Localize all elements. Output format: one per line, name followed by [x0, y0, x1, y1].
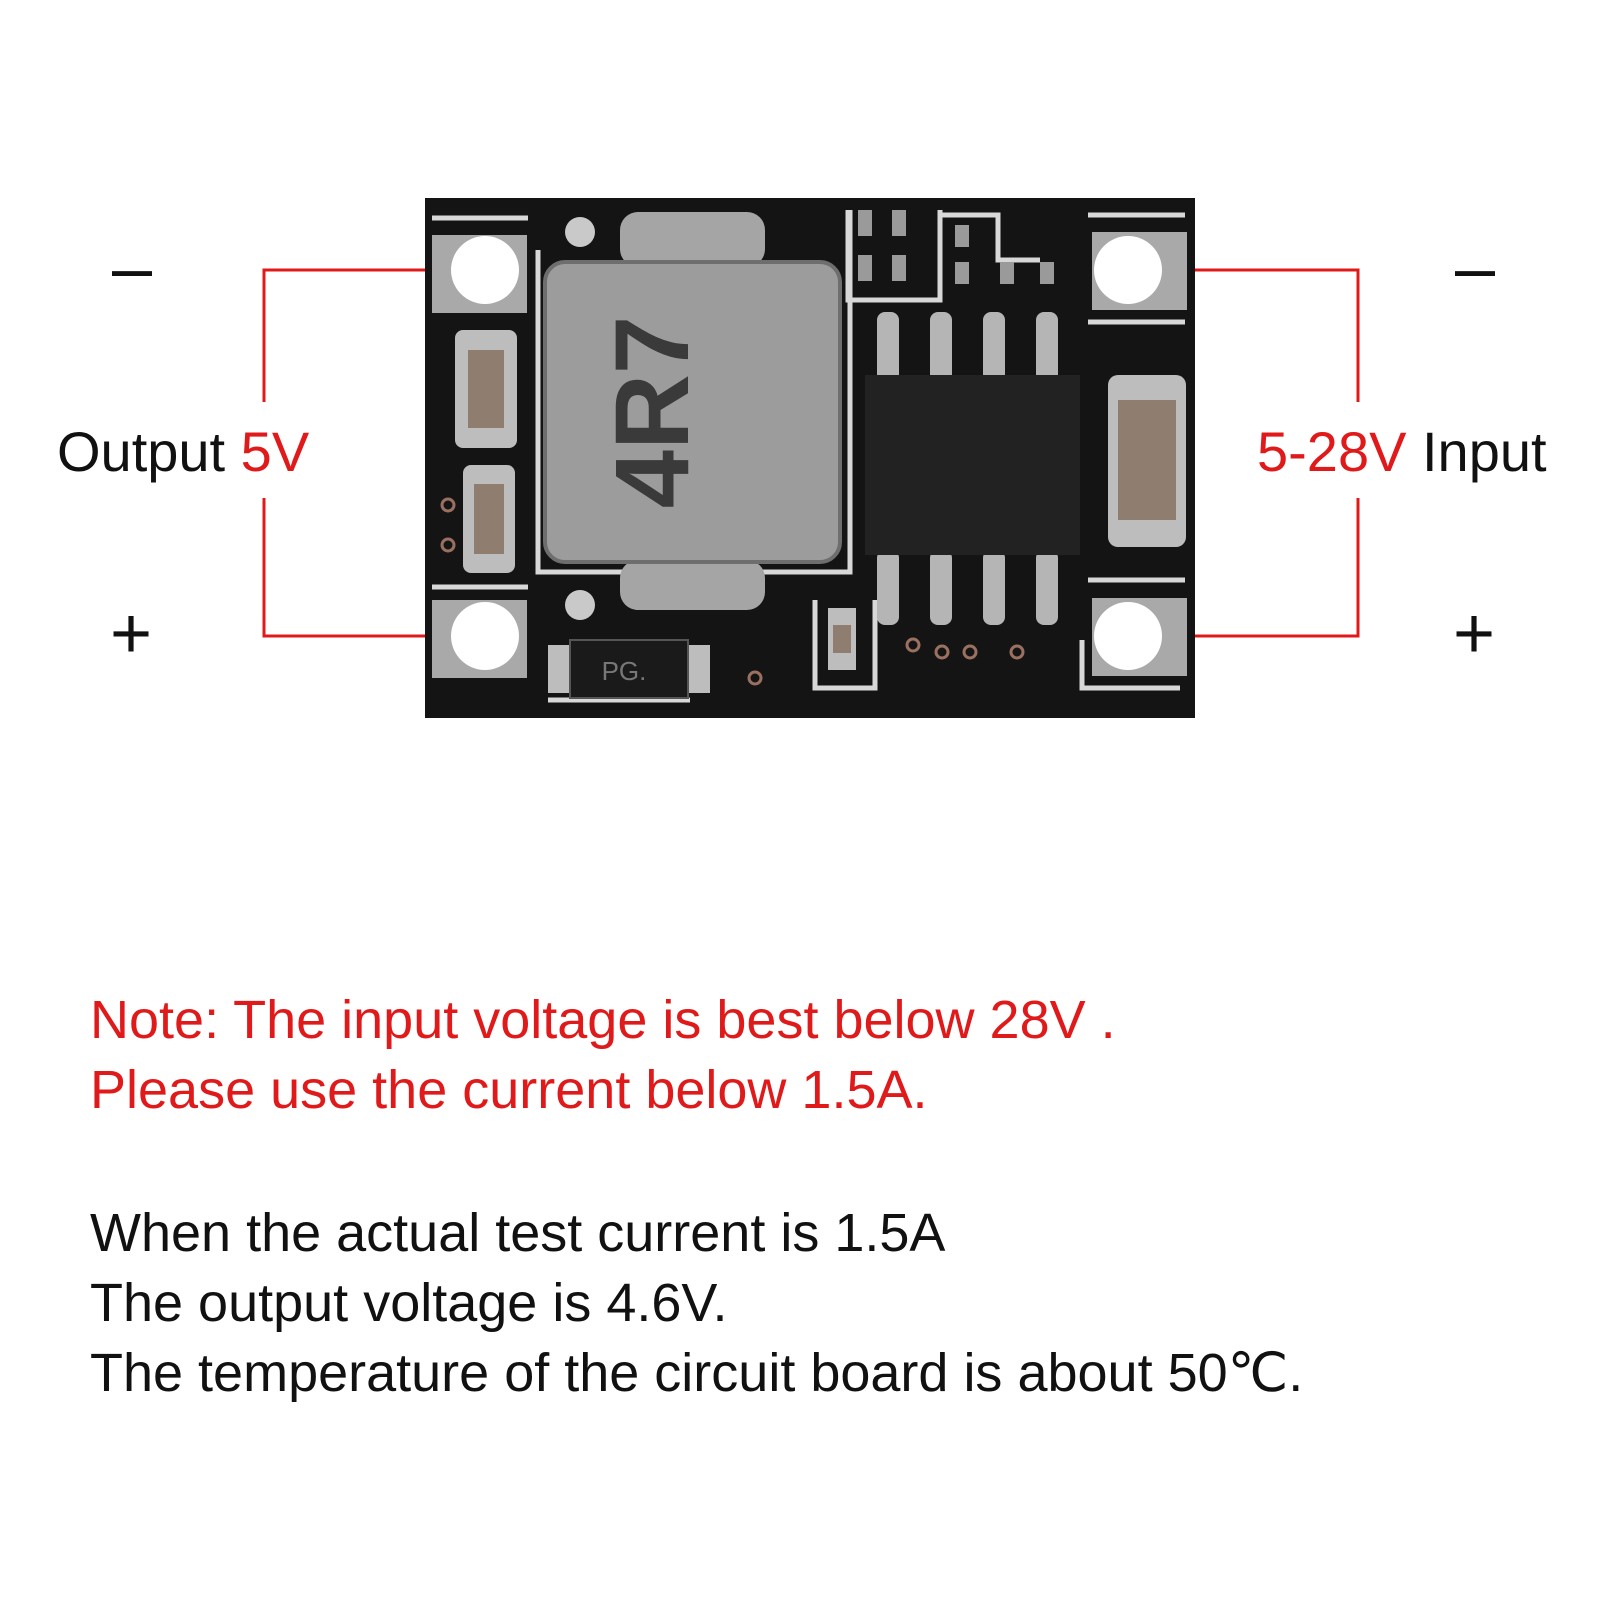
pad-output-positive [432, 600, 527, 678]
diode: PG. [548, 639, 710, 699]
pad-output-negative [432, 235, 527, 313]
test-line-current: When the actual test current is 1.5A [90, 1203, 946, 1263]
capacitor-right [1108, 375, 1186, 547]
output-label-prefix: Output [57, 420, 226, 483]
inductor-marking: 4R7 [594, 316, 711, 509]
pad-input-positive [1092, 598, 1187, 676]
diode-marking: PG. [602, 656, 647, 686]
capacitor-left-top [455, 330, 517, 448]
output-label: Output 5V [57, 424, 309, 480]
input-negative-sign: – [1455, 228, 1496, 308]
ic-chip [865, 312, 1080, 625]
test-line-temperature: The temperature of the circuit board is … [90, 1343, 1304, 1403]
input-label: 5-28V Input [1257, 424, 1547, 480]
input-label-suffix: Input [1422, 420, 1547, 483]
output-negative-sign: – [112, 228, 153, 308]
input-connection-lines [1128, 268, 1360, 638]
vias [440, 497, 1025, 686]
warning-note: Note: The input voltage is best below 28… [90, 985, 1116, 1125]
buck-converter-board-diagram: 4R7 PG. [262, 198, 1360, 718]
capacitor-left-bottom [463, 465, 515, 573]
test-line-voltage: The output voltage is 4.6V. [90, 1273, 728, 1333]
marker-top [565, 217, 595, 247]
warning-line-voltage: Note: The input voltage is best below 28… [90, 990, 1116, 1050]
output-voltage: 5V [240, 420, 310, 483]
input-voltage-range: 5-28V [1257, 420, 1407, 483]
small-components-top [858, 210, 1054, 284]
test-notes: When the actual test current is 1.5A The… [90, 1198, 1303, 1408]
pad-input-negative [1092, 232, 1187, 310]
input-positive-sign: + [1453, 594, 1496, 674]
output-connection-lines [262, 268, 485, 638]
small-component-bottom [828, 608, 856, 670]
inductor: 4R7 [543, 212, 842, 610]
output-positive-sign: + [110, 594, 153, 674]
warning-line-current: Please use the current below 1.5A. [90, 1060, 928, 1120]
marker-bottom [565, 590, 595, 620]
